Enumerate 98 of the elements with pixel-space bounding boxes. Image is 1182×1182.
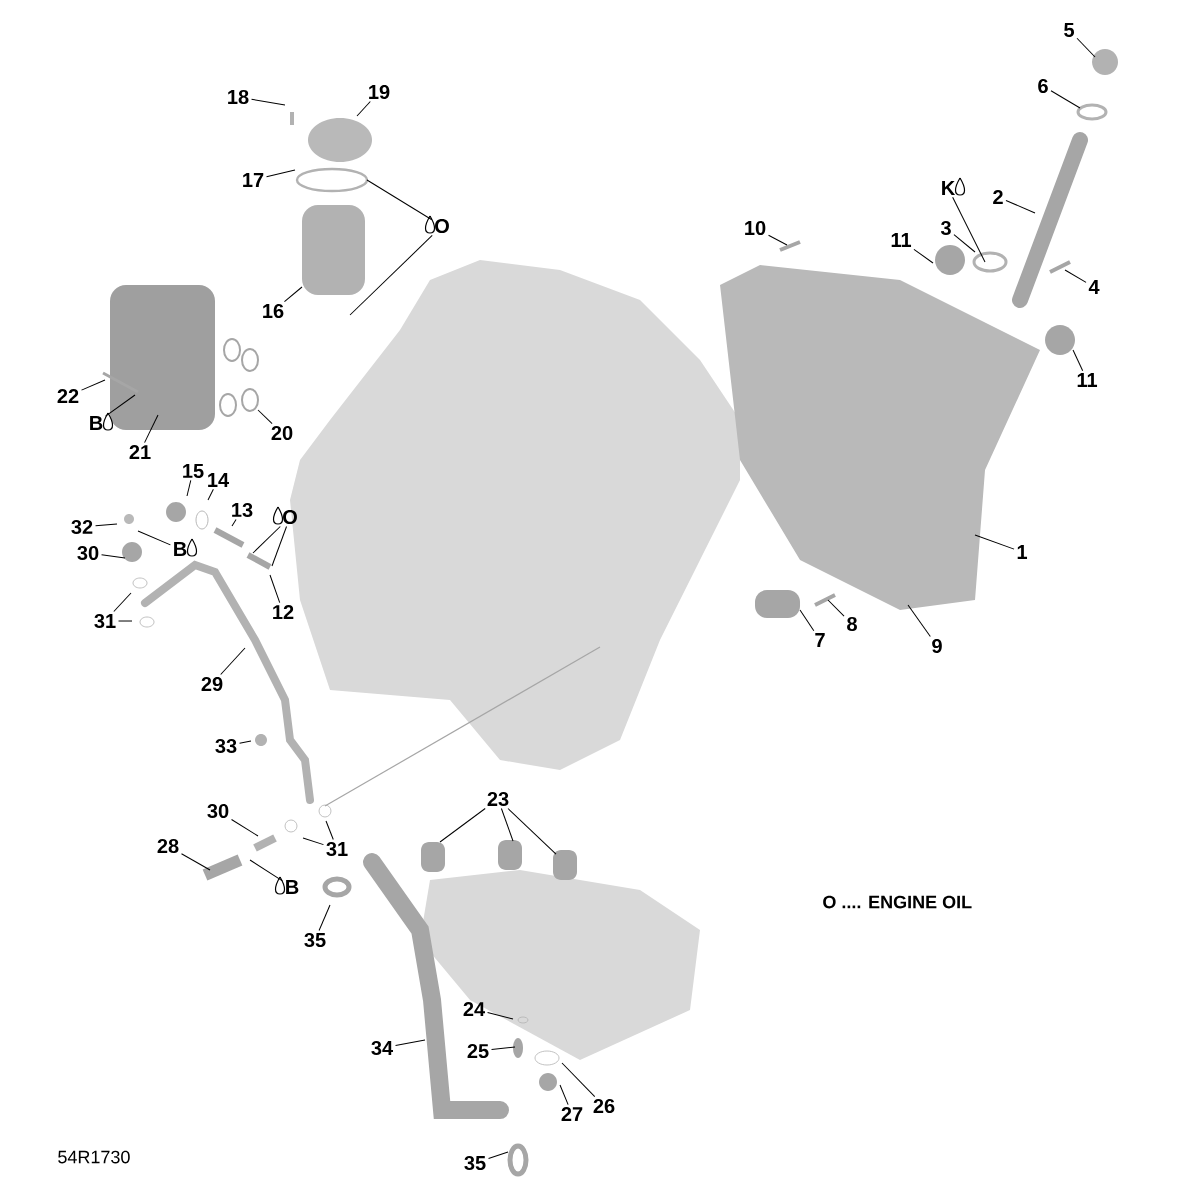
leader-line bbox=[561, 1062, 596, 1098]
callout-number: 30 bbox=[77, 545, 99, 561]
callout-number: 5 bbox=[1064, 23, 1075, 37]
leader-line bbox=[768, 234, 788, 246]
callout-number: 8 bbox=[847, 616, 857, 632]
leader-line bbox=[113, 592, 132, 612]
leader-line bbox=[302, 837, 324, 846]
callout-number: 16 bbox=[263, 303, 284, 319]
callout-number: 23 bbox=[487, 791, 509, 807]
callout-number: 35 bbox=[304, 932, 326, 948]
material-code: K bbox=[942, 181, 956, 195]
leader-line bbox=[271, 526, 287, 567]
leader-line bbox=[356, 101, 371, 117]
leader-line bbox=[395, 1039, 426, 1046]
leader-line bbox=[231, 818, 259, 837]
leader-line bbox=[207, 488, 214, 501]
leader-line bbox=[1064, 269, 1087, 283]
material-code: B bbox=[174, 542, 187, 556]
leader-line bbox=[137, 530, 171, 546]
leader-line bbox=[559, 1084, 569, 1106]
material-code: B bbox=[286, 880, 299, 894]
leader-line bbox=[95, 523, 118, 527]
leader-line bbox=[251, 98, 286, 106]
callout-number: 29 bbox=[201, 676, 223, 692]
callout-number: 31 bbox=[326, 841, 348, 857]
leader-line bbox=[252, 526, 281, 554]
leader-line bbox=[283, 286, 303, 302]
leader-line bbox=[366, 179, 433, 221]
leader-line bbox=[488, 1151, 509, 1159]
callout-number: 1 bbox=[1017, 545, 1028, 559]
leader-line bbox=[907, 604, 931, 638]
callout-number: 12 bbox=[273, 605, 294, 619]
callout-number: 33 bbox=[215, 738, 237, 754]
leader-line bbox=[118, 620, 133, 622]
leader-line bbox=[239, 740, 252, 744]
material-code: B bbox=[90, 416, 103, 430]
leader-line bbox=[487, 1012, 514, 1020]
callout-number: 18 bbox=[228, 89, 249, 105]
leader-line bbox=[349, 235, 433, 316]
leader-line bbox=[249, 859, 283, 882]
callout-number: 13 bbox=[232, 502, 253, 518]
callout-number: 32 bbox=[71, 519, 93, 535]
callout-number: 2 bbox=[993, 190, 1003, 204]
leader-line bbox=[827, 599, 845, 617]
callout-number: 28 bbox=[157, 838, 179, 854]
callout-number: 9 bbox=[932, 638, 942, 654]
leader-line bbox=[439, 808, 486, 843]
callout-number: 17 bbox=[243, 173, 264, 187]
leader-line bbox=[500, 808, 514, 842]
leader-line bbox=[952, 196, 986, 263]
leader-line bbox=[144, 414, 159, 444]
callout-number: 27 bbox=[561, 1107, 583, 1121]
callout-number: 15 bbox=[183, 464, 204, 478]
callout-number: 30 bbox=[207, 803, 229, 819]
callout-number: 10 bbox=[745, 220, 766, 236]
callout-number: 20 bbox=[271, 425, 293, 441]
leader-line bbox=[491, 1046, 516, 1051]
callout-number: 25 bbox=[467, 1043, 489, 1059]
material-code: O bbox=[435, 218, 449, 234]
callout-number: 22 bbox=[57, 389, 79, 403]
leader-line bbox=[913, 248, 934, 264]
leader-line bbox=[181, 853, 211, 871]
callout-number: 19 bbox=[369, 84, 390, 100]
leader-line bbox=[269, 574, 281, 604]
callout-number: 31 bbox=[94, 613, 116, 629]
callout-number: 34 bbox=[371, 1040, 393, 1056]
callout-number: 21 bbox=[129, 445, 151, 459]
leader-line bbox=[318, 904, 331, 931]
callout-number: 26 bbox=[593, 1098, 615, 1114]
drawing-number: 54R1730 bbox=[58, 1150, 130, 1164]
leader-line bbox=[1076, 37, 1096, 58]
leader-line bbox=[81, 379, 106, 391]
leader-line bbox=[1072, 349, 1084, 372]
leader-line bbox=[220, 647, 246, 676]
leader-line bbox=[1050, 90, 1081, 109]
leader-line bbox=[257, 409, 273, 424]
callout-number: 35 bbox=[464, 1155, 486, 1171]
callout-number: 11 bbox=[891, 233, 912, 247]
legend-text: O .... ENGINE OIL bbox=[823, 895, 972, 909]
callout-number: 11 bbox=[1077, 373, 1098, 387]
callout-number: 3 bbox=[940, 220, 951, 236]
callout-number: 14 bbox=[208, 473, 229, 487]
leader-line bbox=[231, 519, 237, 527]
callout-number: 24 bbox=[463, 1002, 485, 1016]
material-code: O bbox=[283, 509, 297, 525]
leader-line bbox=[799, 609, 815, 632]
callout-number: 7 bbox=[815, 633, 825, 647]
callout-number: 6 bbox=[1038, 78, 1048, 94]
callout-number: 4 bbox=[1088, 280, 1100, 294]
leader-line bbox=[953, 234, 976, 253]
leader-line bbox=[974, 534, 1015, 550]
leader-line bbox=[186, 479, 192, 497]
leader-line bbox=[325, 820, 334, 840]
leader-line bbox=[507, 808, 557, 855]
leader-line bbox=[266, 169, 296, 178]
leader-line bbox=[1005, 199, 1036, 214]
leader-line bbox=[101, 554, 126, 559]
leader-line bbox=[105, 394, 136, 417]
